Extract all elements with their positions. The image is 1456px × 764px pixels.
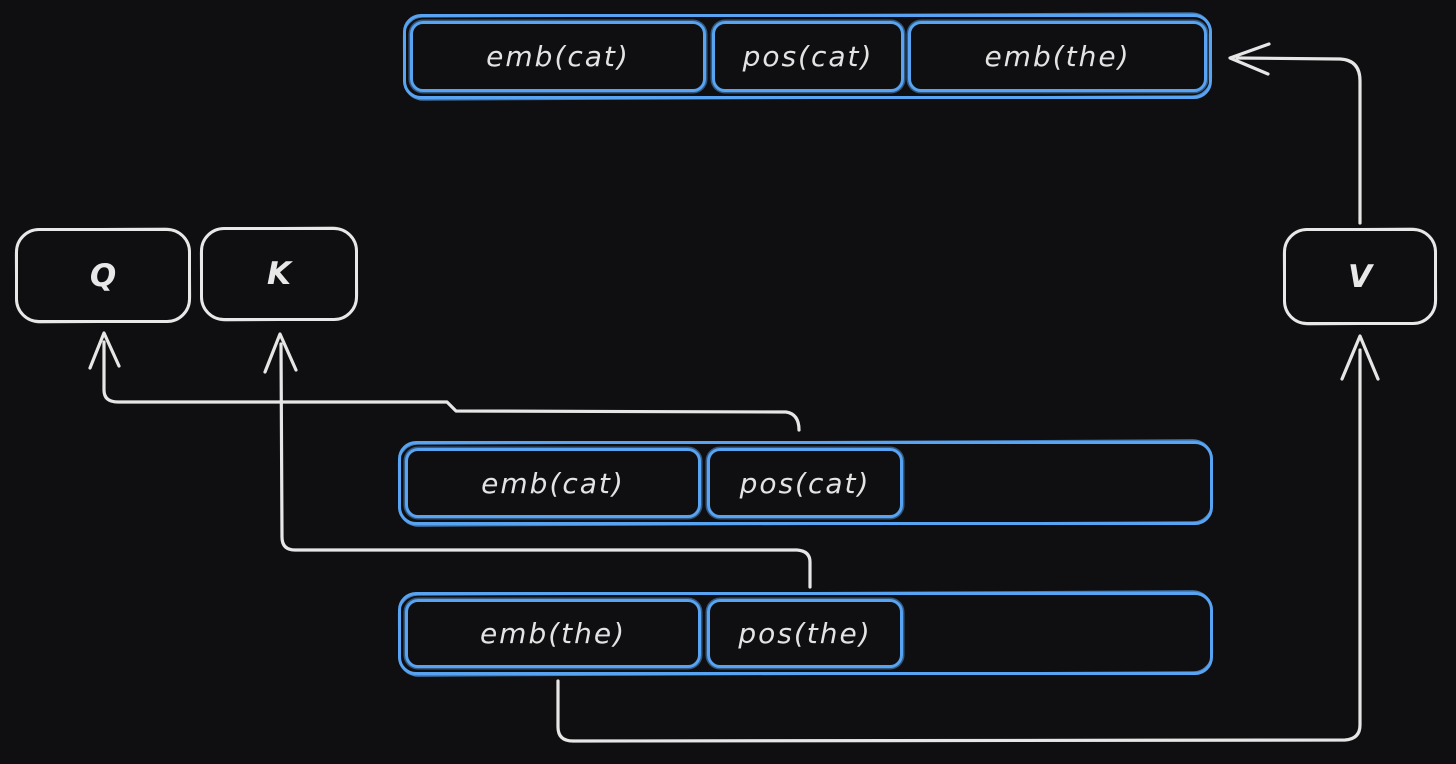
cat-segment-pos: pos(cat) <box>707 448 903 518</box>
the-segment-emb: emb(the) <box>405 599 701 668</box>
node-v: V <box>1282 227 1438 326</box>
arrow-v-to-output-line <box>1235 56 1362 225</box>
node-k: K <box>199 226 359 322</box>
output-vector-bar: emb(cat) pos(cat) emb(the) <box>402 12 1213 101</box>
cat-segment-emb: emb(cat) <box>405 448 701 518</box>
cat-vector-bar: emb(cat) pos(cat) <box>397 439 1214 527</box>
arrow-v-to-output-head <box>1228 42 1271 76</box>
node-k-label: K <box>266 256 292 292</box>
arrow-catbar-to-q-head <box>88 331 121 370</box>
the-vector-bar: emb(the) pos(the) <box>397 590 1214 677</box>
output-segment-emb-the: emb(the) <box>908 21 1207 92</box>
the-segment-pos: pos(the) <box>707 599 903 668</box>
segment-label: emb(the) <box>984 40 1131 73</box>
arrow-thebar-to-k-line <box>279 342 812 589</box>
segment-label: pos(the) <box>738 617 872 650</box>
segment-label: emb(cat) <box>481 466 625 500</box>
node-q-label: Q <box>89 257 117 294</box>
arrow-thebar-to-k-head <box>263 332 298 374</box>
node-q: Q <box>14 227 192 324</box>
arrow-thebar-to-v-line <box>556 348 1362 743</box>
arrow-catbar-to-q-line <box>102 340 801 432</box>
segment-label: emb(the) <box>479 617 627 650</box>
node-v-label: V <box>1348 258 1372 295</box>
segment-label: pos(cat) <box>742 40 874 73</box>
output-segment-emb-cat: emb(cat) <box>410 21 706 92</box>
segment-label: emb(cat) <box>486 40 630 73</box>
output-segment-pos-cat: pos(cat) <box>712 21 904 92</box>
arrow-thebar-to-v-head <box>1340 334 1380 381</box>
segment-label: pos(cat) <box>739 466 871 500</box>
